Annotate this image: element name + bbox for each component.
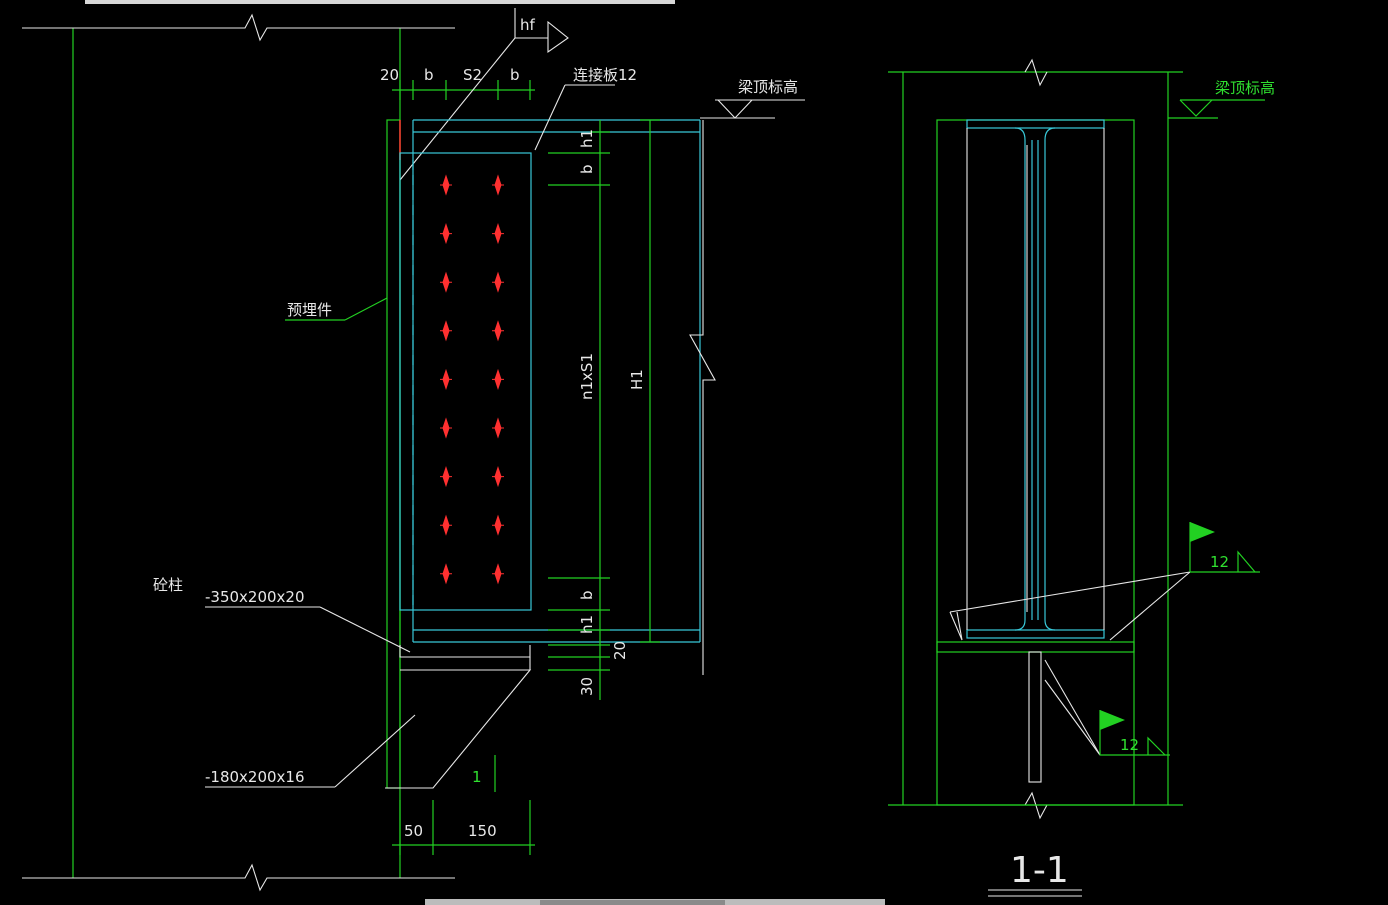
section-title: 1-1	[1010, 850, 1069, 891]
break-line-bottom	[22, 863, 455, 892]
slope-mark: 1	[472, 768, 482, 786]
bracket-plate-section	[936, 641, 1135, 653]
beam-top-flange	[966, 119, 1105, 129]
dim-20-top: 20	[380, 66, 399, 84]
weld-12-upper: 12	[1210, 553, 1229, 571]
beam-top-elev-right: 梁顶标高	[1215, 79, 1275, 97]
bolt-3-0	[440, 320, 452, 342]
embedded-plate	[386, 119, 401, 789]
bolt-5-1	[492, 417, 504, 439]
dim-h1-top: h1	[578, 129, 596, 148]
weld-12-lower: 12	[1120, 736, 1139, 754]
elevation-view: 20 b S2 b hf 连接板12 梁顶标高 预	[22, 8, 805, 892]
bolt-7-0	[440, 514, 452, 536]
scrollbar-thumb[interactable]	[540, 900, 725, 905]
concrete-column-label: 砼柱	[153, 576, 183, 594]
dim-50: 50	[404, 822, 423, 840]
connection-plate	[399, 152, 532, 611]
bolt-0-1	[492, 174, 504, 196]
plate-180-label: -180x200x16	[205, 768, 305, 786]
dim-20-bottom: 20	[611, 641, 629, 660]
beam-top-elev-left: 梁顶标高	[738, 78, 798, 96]
dim-h1-bottom: h1	[578, 615, 596, 634]
dim-b-vert-bottom: b	[578, 590, 596, 600]
hf-label: hf	[520, 16, 536, 34]
bolt-4-1	[492, 368, 504, 390]
dim-b-vert-top: b	[578, 164, 596, 174]
dim-s2: S2	[463, 66, 482, 84]
bolt-8-1	[492, 563, 504, 585]
dim-30: 30	[578, 677, 596, 696]
bolt-8-0	[440, 563, 452, 585]
bracket-top-plate	[399, 645, 531, 658]
bolt-5-0	[440, 417, 452, 439]
bolt-4-0	[440, 368, 452, 390]
dim-h1-total: H1	[628, 369, 646, 390]
connection-plate-label: 连接板12	[573, 66, 637, 84]
section-view-1-1: 梁顶标高 12 12 1-1	[888, 58, 1275, 897]
beam-bottom-flange	[966, 629, 1105, 639]
beam-break-line	[689, 120, 716, 675]
bolt-6-0	[440, 466, 452, 488]
bolt-group	[440, 174, 504, 585]
bolt-2-1	[492, 271, 504, 293]
stiffener-section	[1028, 651, 1042, 783]
bolt-0-0	[440, 174, 452, 196]
bolt-3-1	[492, 320, 504, 342]
plate-350-label: -350x200x20	[205, 588, 305, 606]
bolt-1-1	[492, 223, 504, 245]
dim-150: 150	[468, 822, 497, 840]
embedded-part-label: 预埋件	[287, 301, 332, 319]
bolt-2-0	[440, 271, 452, 293]
dim-n1xs1: n1xS1	[578, 353, 596, 400]
bolt-1-0	[440, 223, 452, 245]
break-line-top	[22, 13, 455, 42]
dim-b-left: b	[424, 66, 434, 84]
bracket-stiffener	[400, 669, 532, 789]
bolt-7-1	[492, 514, 504, 536]
bolt-6-1	[492, 466, 504, 488]
toolbar-strip	[85, 0, 675, 4]
dim-b-right: b	[510, 66, 520, 84]
